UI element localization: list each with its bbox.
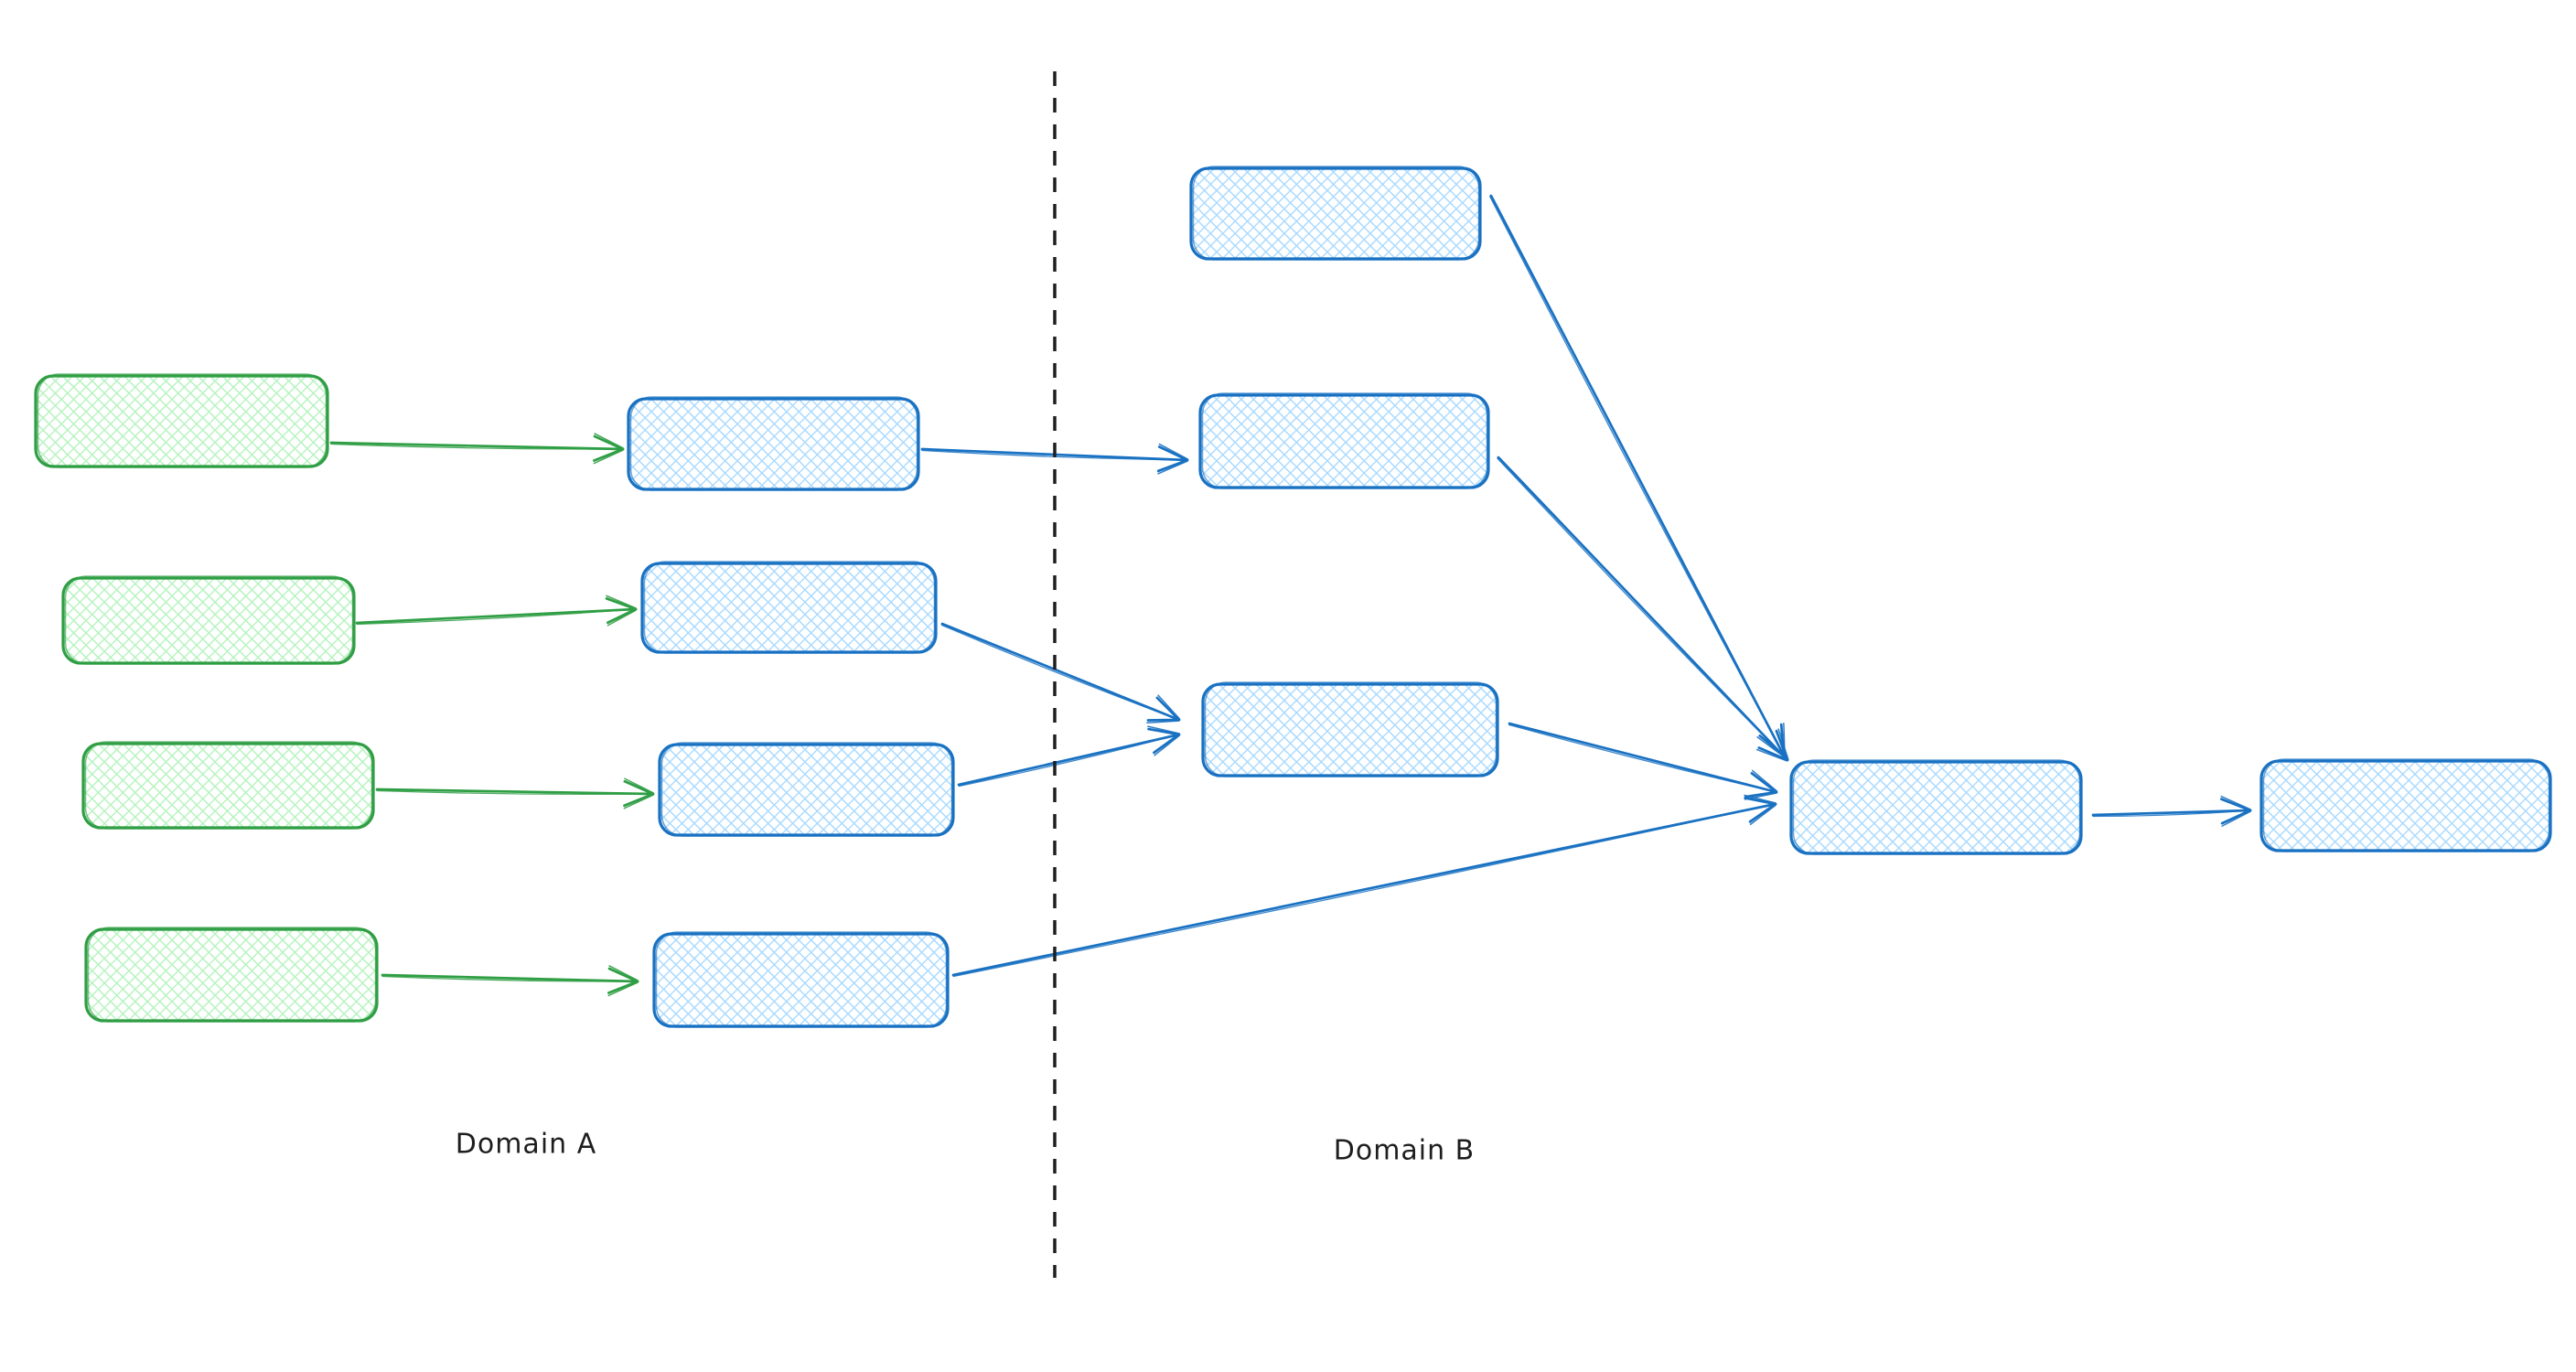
edge-hub-output — [2091, 795, 2252, 827]
edge-b2-hub — [1497, 456, 1789, 762]
nodes-layer — [34, 166, 2552, 1028]
domain-a-node-3 — [658, 742, 955, 837]
edge-node4-hub — [951, 794, 1777, 978]
domain-a-node-4 — [652, 931, 950, 1028]
domain-b-node-1 — [1189, 166, 1482, 261]
edge-source3-node3 — [375, 777, 655, 809]
domain-a-source-1 — [34, 373, 329, 468]
edge-node3-b3 — [957, 725, 1181, 788]
edge-node2-b3 — [940, 622, 1181, 724]
edges-layer — [329, 194, 2252, 997]
domain-a-node-1 — [627, 396, 920, 491]
domain-a-node-2 — [640, 561, 938, 654]
edge-source1-node1 — [329, 433, 625, 465]
edge-source4-node4 — [381, 965, 639, 997]
edge-source2-node2 — [355, 595, 638, 627]
domain-a-source-4 — [84, 927, 379, 1023]
domain-b-hub — [1789, 759, 2083, 855]
domain-b-node-2 — [1198, 392, 1490, 489]
domain-a-source-2 — [61, 575, 356, 665]
domain-a-label: Domain A — [455, 1128, 597, 1161]
edge-b3-hub — [1508, 722, 1778, 800]
domain-a-source-3 — [81, 741, 375, 830]
domain-b-node-3 — [1201, 681, 1499, 777]
domain-b-output — [2259, 758, 2552, 852]
edge-b1-hub — [1489, 194, 1786, 757]
domain-b-label: Domain B — [1333, 1134, 1476, 1167]
